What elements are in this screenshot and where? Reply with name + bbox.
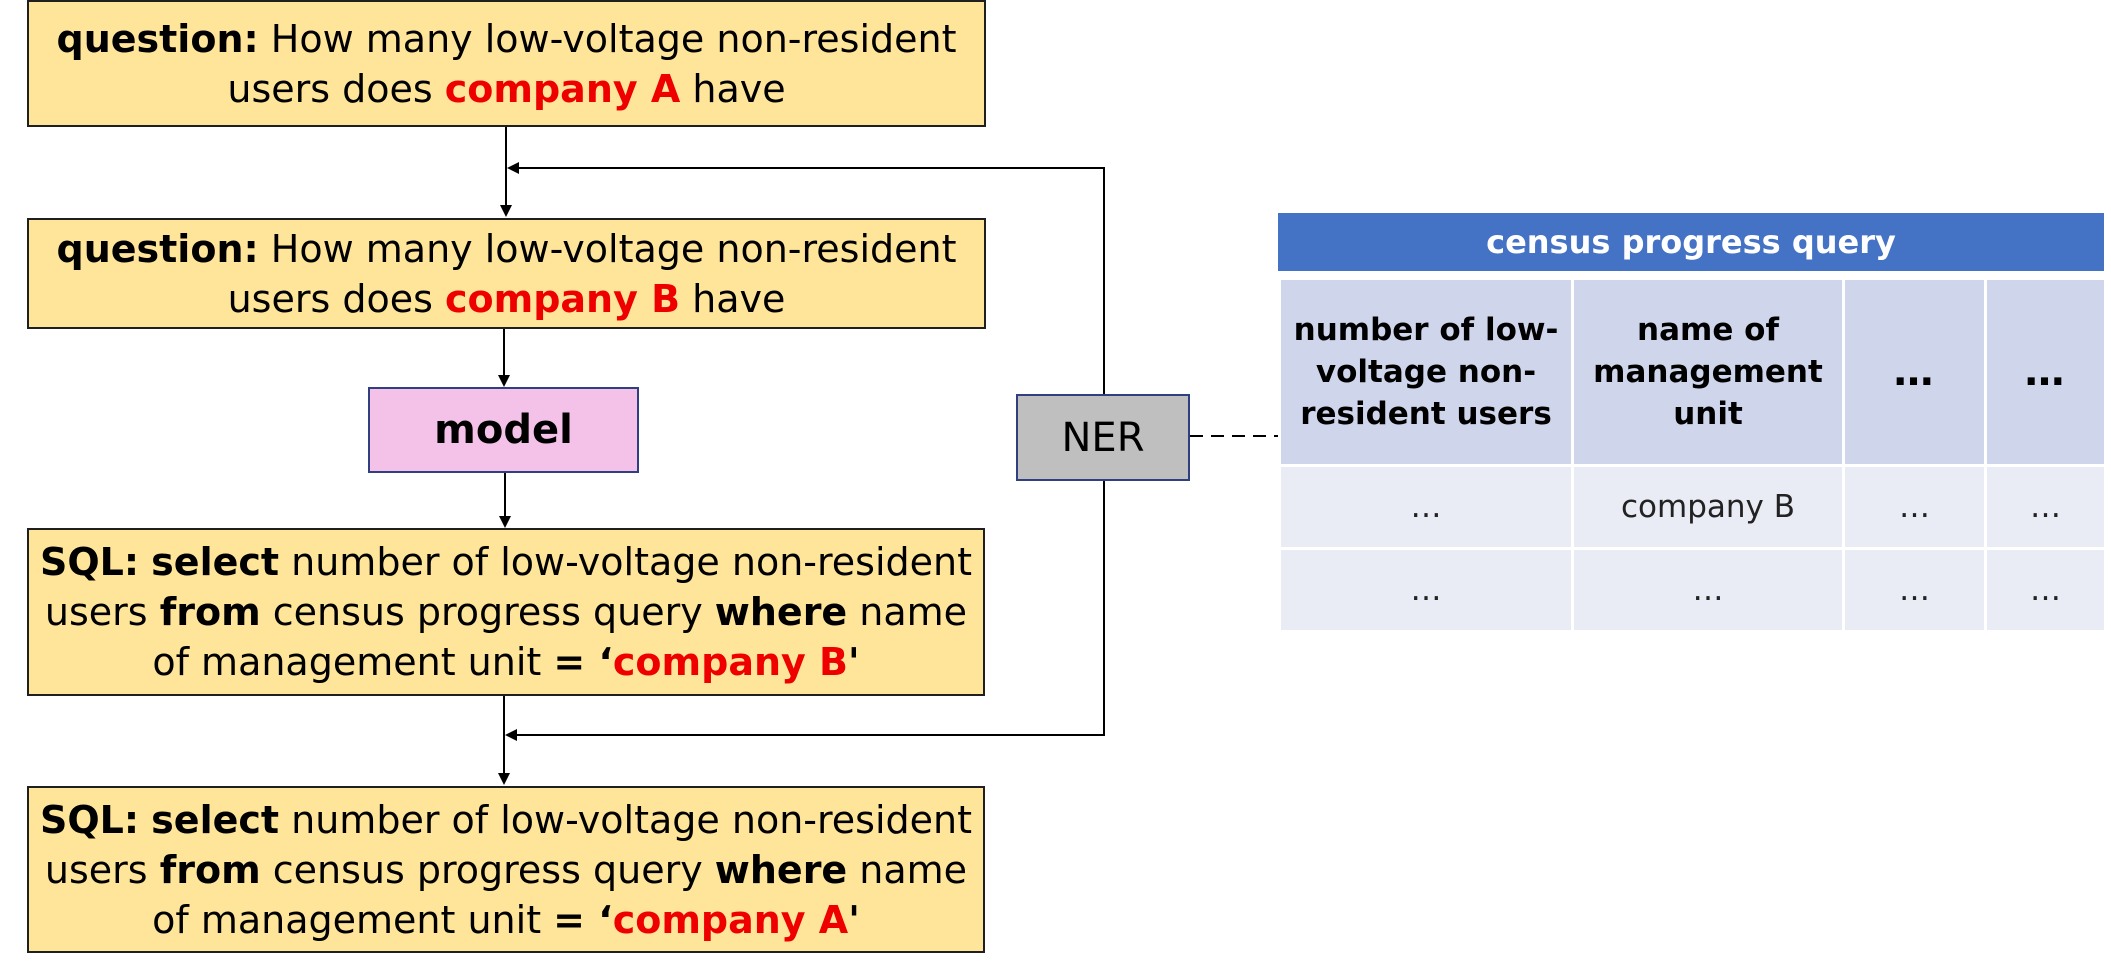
table-cell-company-b: company B: [1571, 464, 1845, 550]
sql-close-quote: ': [848, 640, 860, 684]
model-box: model: [368, 387, 639, 473]
question-text-end: have: [680, 276, 786, 321]
question-label: question:: [56, 16, 259, 61]
sql-entity-company-a: company A: [612, 897, 849, 942]
question-text-end: have: [680, 66, 786, 111]
question-text-start: How many low-voltage non-resident users …: [227, 226, 957, 321]
sql-box-company-a: SQL: select number of low-voltage non-re…: [27, 786, 985, 953]
header-ellipsis-2: …: [1984, 277, 2107, 467]
table-cell: …: [1571, 547, 1845, 633]
table-cell: …: [1842, 464, 1987, 550]
sql-part-table: census progress query: [260, 590, 715, 634]
ner-box: NER: [1016, 394, 1190, 481]
header-low-voltage-users: number of low-voltage non-resident users: [1278, 277, 1574, 467]
table-row: … company B … …: [1278, 464, 2107, 550]
sql-equals: = ‘: [553, 640, 613, 684]
question-box-company-b: question: How many low-voltage non-resid…: [27, 218, 986, 329]
sql-keyword-select: select: [151, 797, 280, 842]
sql-keyword-where: where: [714, 590, 848, 634]
ner-label: NER: [1061, 414, 1145, 461]
table-cell: …: [1984, 464, 2107, 550]
sql-part-condition: name of management unit: [152, 847, 968, 942]
entity-company-b: company B: [444, 276, 681, 321]
table-grid: number of low-voltage non-resident users…: [1278, 277, 2107, 633]
sql-keyword-from: from: [159, 847, 261, 892]
sql-box-company-b: SQL: select number of low-voltage non-re…: [27, 528, 985, 696]
question-text-start: How many low-voltage non-resident users …: [227, 16, 957, 111]
table-header-row: number of low-voltage non-resident users…: [1278, 277, 2107, 467]
sql-equals: = ‘: [553, 897, 613, 942]
header-ellipsis-1: …: [1842, 277, 1987, 467]
question-box-company-a: question: How many low-voltage non-resid…: [27, 0, 986, 127]
sql-keyword-from: from: [159, 590, 261, 634]
header-management-unit: name of management unit: [1571, 277, 1845, 467]
table-cell: …: [1984, 547, 2107, 633]
table-title: census progress query: [1278, 213, 2104, 271]
census-progress-table: census progress query number of low-volt…: [1278, 213, 2107, 633]
sql-close-quote: ': [848, 897, 860, 942]
table-cell: …: [1278, 464, 1574, 550]
sql-part-table: census progress query: [260, 847, 715, 892]
question-label: question:: [56, 226, 259, 271]
sql-part-column: number of low-voltage non-resident users: [44, 797, 973, 892]
table-row: … … … …: [1278, 547, 2107, 633]
sql-keyword-select: select: [151, 540, 280, 584]
sql-part-column: number of low-voltage non-resident users: [44, 540, 973, 634]
sql-prefix: SQL:: [39, 797, 140, 842]
table-cell: …: [1842, 547, 1987, 633]
entity-company-a: company A: [444, 66, 681, 111]
sql-part-condition: name of management unit: [152, 590, 968, 684]
model-label: model: [434, 407, 573, 453]
sql-entity-company-b: company B: [612, 640, 848, 684]
sql-keyword-where: where: [714, 847, 848, 892]
sql-prefix: SQL:: [39, 540, 140, 584]
table-cell: …: [1278, 547, 1574, 633]
